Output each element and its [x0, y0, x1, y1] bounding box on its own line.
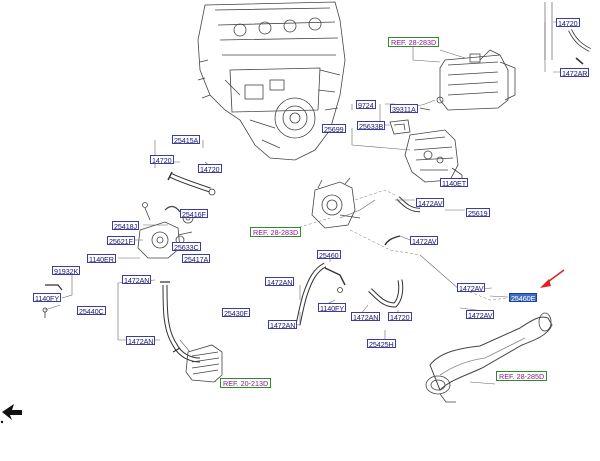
part-label-1472AV-c[interactable]: 1472AV	[457, 283, 486, 293]
lower-left-component-illustration	[185, 344, 223, 383]
part-label-25418J[interactable]: 25418J	[112, 221, 139, 231]
ref-label-mid[interactable]: REF. 28-283D	[250, 227, 302, 237]
part-label-25440C[interactable]: 25440C	[77, 306, 106, 316]
part-label-1140FY-mid[interactable]: 1140FY	[318, 303, 347, 313]
part-label-1472AN-b[interactable]: 1472AN	[126, 336, 156, 346]
part-label-25417A[interactable]: 25417A	[182, 254, 211, 264]
part-label-25633B[interactable]: 25633B	[357, 121, 386, 131]
part-label-39311A[interactable]: 39311A	[390, 104, 418, 114]
part-label-1472AN-c[interactable]: 1472AN	[265, 277, 295, 287]
part-label-1472AR[interactable]: 1472AR	[560, 68, 590, 78]
leader-lines	[44, 21, 560, 385]
ref-label-left[interactable]: REF. 20-213D	[220, 378, 272, 388]
part-label-25460E-highlighted[interactable]: 25460E	[509, 293, 538, 303]
part-label-1472AN-e[interactable]: 1472AN	[351, 312, 381, 322]
ref-label-top[interactable]: REF. 28-283D	[388, 37, 440, 47]
egr-cooler-pipe-illustration	[425, 312, 553, 403]
thermostat-housing-illustration	[439, 49, 516, 111]
ref-label-bottom[interactable]: REF. 28-285D	[496, 371, 548, 381]
part-label-1472AN-d[interactable]: 1472AN	[268, 320, 298, 330]
center-hoses	[295, 196, 421, 326]
part-label-25633C[interactable]: 25633C	[172, 242, 201, 252]
part-label-9724[interactable]: 9724	[356, 100, 376, 110]
left-hoses	[42, 171, 216, 363]
engine-block-illustration	[197, 1, 346, 161]
part-label-14720-a[interactable]: 14720	[150, 155, 174, 165]
part-label-25416F[interactable]: 25416F	[180, 209, 208, 219]
front-direction-icon	[0, 404, 22, 424]
dashed-guides	[279, 189, 509, 301]
part-label-1472AN-a[interactable]: 1472AN	[122, 275, 152, 285]
part-label-1140ET[interactable]: 1140ET	[440, 178, 469, 188]
part-label-25460[interactable]: 25460	[317, 250, 341, 260]
part-label-14720-top-right[interactable]: 14720	[556, 18, 580, 28]
top-right-hose	[544, 2, 591, 65]
part-label-1472AV-d[interactable]: 1472AV	[466, 310, 495, 320]
egr-valve-illustration	[311, 177, 361, 229]
part-label-1140FY-left[interactable]: 1140FY	[33, 293, 62, 303]
part-label-25699[interactable]: 25699	[322, 124, 346, 134]
part-label-25619[interactable]: 25619	[466, 208, 490, 218]
part-label-14720-c[interactable]: 14720	[388, 312, 412, 322]
part-label-91932K[interactable]: 91932K	[52, 266, 81, 276]
part-label-25621F[interactable]: 25621F	[107, 236, 135, 246]
highlight-arrow	[540, 269, 565, 288]
part-label-1472AV-a[interactable]: 1472AV	[416, 198, 445, 208]
part-label-1472AV-b[interactable]: 1472AV	[410, 236, 439, 246]
part-label-25430F[interactable]: 25430F	[222, 308, 250, 318]
part-label-1140ER[interactable]: 1140ER	[87, 254, 116, 264]
part-label-25415A[interactable]: 25415A	[172, 135, 201, 145]
part-label-25425H[interactable]: 25425H	[367, 339, 396, 349]
part-label-14720-b[interactable]: 14720	[198, 164, 222, 174]
